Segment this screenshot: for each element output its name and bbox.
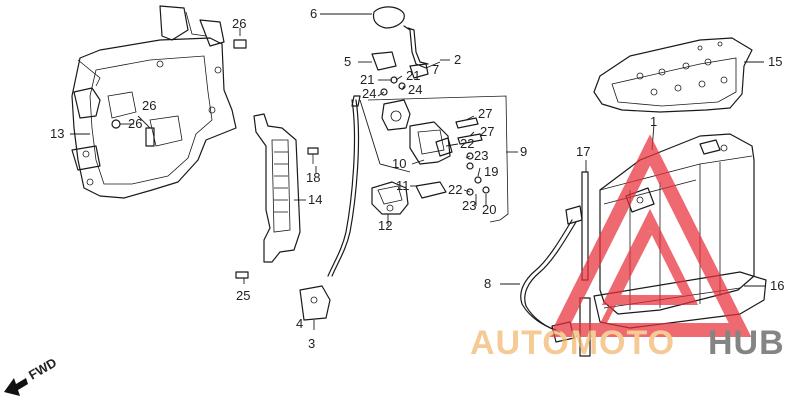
- frame-bracket-13: [71, 5, 237, 199]
- callout-10: 10: [392, 156, 406, 171]
- bolt-18: [307, 147, 319, 164]
- callout-23a: 23: [474, 148, 488, 163]
- callout-5: 5: [344, 54, 351, 69]
- starter-relay-12: [371, 181, 409, 215]
- relay-cap-6: [372, 6, 405, 29]
- callout-17: 17: [576, 144, 590, 159]
- callout-1: 1: [650, 114, 657, 129]
- watermark-brand-b: HUB: [708, 324, 785, 362]
- callout-9: 9: [520, 144, 527, 159]
- callout-23b: 23: [462, 198, 476, 213]
- callout-22a: 22: [460, 136, 474, 151]
- callout-2: 2: [454, 52, 461, 67]
- callout-26c: 26: [128, 116, 142, 131]
- callout-21a: 21: [360, 72, 374, 87]
- callout-20: 20: [482, 202, 496, 217]
- callout-25: 25: [236, 288, 250, 303]
- watermark: AUTOMOTO HUB: [470, 134, 785, 362]
- callout-16: 16: [770, 278, 784, 293]
- fwd-arrow-icon: [4, 378, 28, 396]
- callout-15: 15: [768, 54, 782, 69]
- cover-15: [593, 37, 753, 113]
- callouts: 1 2 3 4 5 6 7 8 9 10 11 12 13 14 15 16 1…: [50, 6, 784, 351]
- callout-8: 8: [484, 276, 491, 291]
- callout-12: 12: [378, 218, 392, 233]
- relay-cable-2: [371, 25, 429, 79]
- cable-3: [299, 95, 361, 321]
- callout-19: 19: [484, 164, 498, 179]
- callout-22b: 22: [448, 182, 462, 197]
- callout-7: 7: [432, 62, 439, 77]
- callout-26a: 26: [232, 16, 246, 31]
- callout-27b: 27: [480, 124, 494, 139]
- callout-13: 13: [50, 126, 64, 141]
- leader-lines: [70, 13, 766, 330]
- callout-21b: 21: [406, 68, 420, 83]
- callout-18: 18: [306, 170, 320, 185]
- watermark-brand-a: AUTOMOTO: [470, 324, 675, 362]
- cable-8: [520, 205, 583, 343]
- watermark-logo-icon: [548, 134, 752, 337]
- callout-3: 3: [308, 336, 315, 351]
- relay-assembly-9: [359, 95, 509, 223]
- callout-26b: 26: [142, 98, 156, 113]
- callout-24a: 24: [362, 86, 376, 101]
- callout-4: 4: [296, 316, 303, 331]
- callout-11: 11: [396, 178, 410, 193]
- callout-6: 6: [310, 6, 317, 21]
- bolt-26-top: [233, 28, 247, 49]
- callout-24b: 24: [408, 82, 422, 97]
- fwd-label: FWD: [26, 355, 59, 383]
- bolt-25: [235, 271, 249, 279]
- strap-14: [253, 113, 301, 263]
- callout-27a: 27: [478, 106, 492, 121]
- callout-14: 14: [308, 192, 322, 207]
